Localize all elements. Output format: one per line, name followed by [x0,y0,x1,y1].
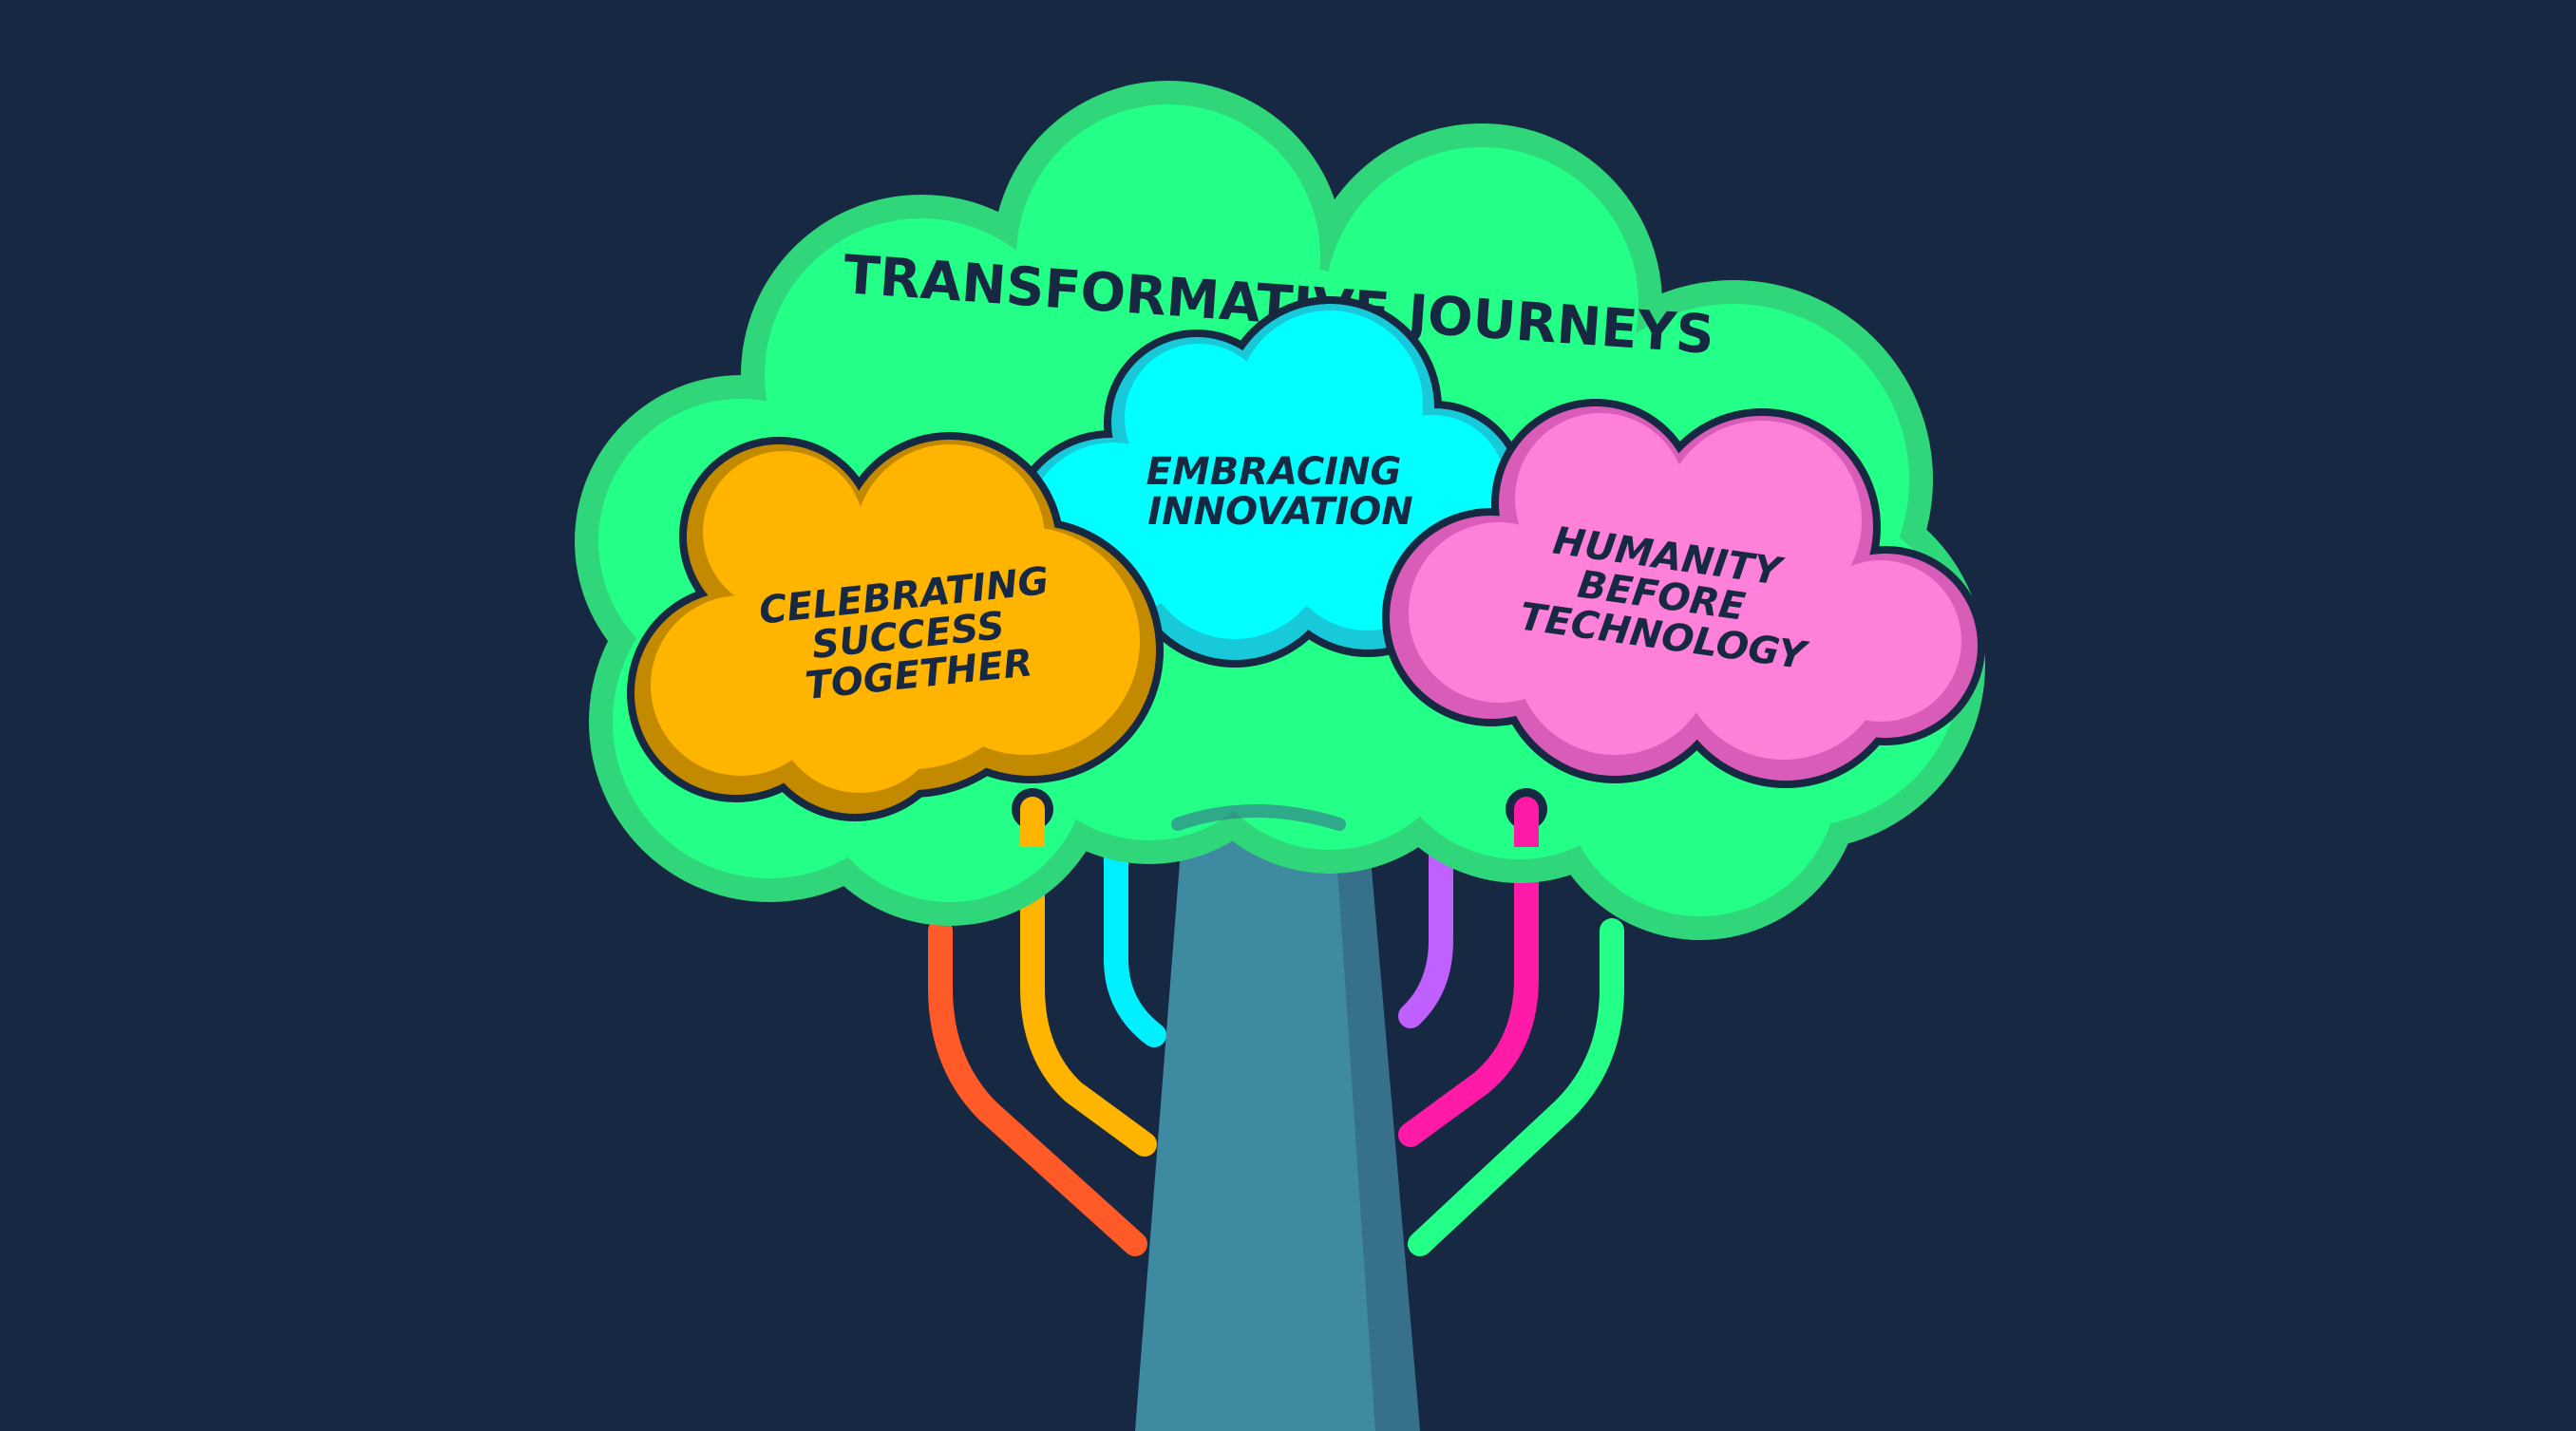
branches [928,786,1624,1256]
branch-cyan [1104,842,1166,1047]
branch-purple [1398,842,1453,1028]
cloud-label-line: EMBRACING [1146,450,1402,494]
trunk [1135,826,1420,1431]
canopy-notch [1171,804,1346,831]
branch-caps [1012,788,1547,847]
cloud-humanity-before-technology: HUMANITY BEFORE TECHNOLOGY [1382,399,1985,788]
branch-magenta-inner [1398,795,1539,1147]
svg-text:EMBRACING INNOVATION: EMBRACING INNOVATION [1146,450,1415,534]
cloud-celebrating-success: CELEBRATING SUCCESS TOGETHER [627,432,1164,821]
cloud-label-line: INNOVATION [1147,490,1412,534]
branch-green [1408,918,1624,1256]
branch-yellow-inner [1020,795,1157,1157]
branch-red [928,918,1147,1256]
